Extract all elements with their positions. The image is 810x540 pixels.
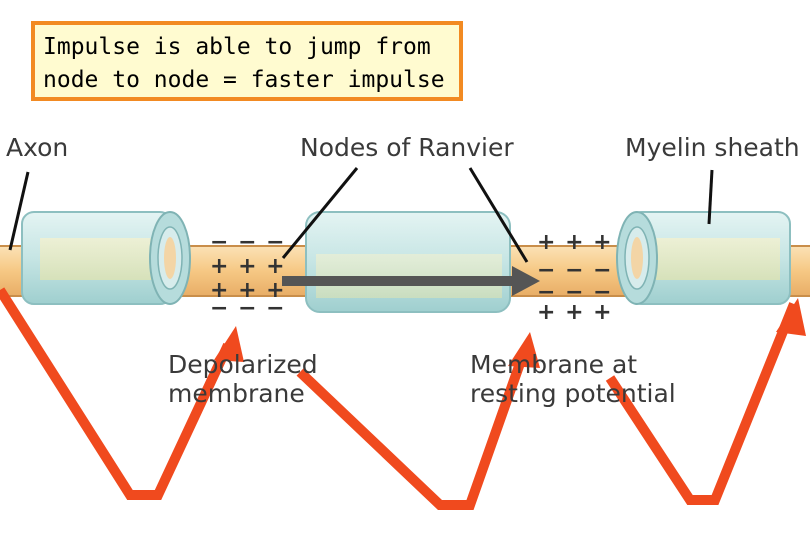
resting-membrane-label: Membrane at resting potential bbox=[470, 350, 676, 408]
label-pointer-lines bbox=[8, 167, 714, 263]
depol-charge-inner-top: + + + bbox=[210, 254, 286, 279]
resting-label-line-2: resting potential bbox=[470, 379, 676, 408]
myelin-segment-right bbox=[616, 211, 791, 305]
rest-charge-outer-top: + + + bbox=[537, 230, 613, 255]
myelin-segment-middle bbox=[305, 211, 511, 313]
jump-arrowheads bbox=[214, 298, 806, 368]
depolarized-label-line-1: Depolarized bbox=[168, 350, 318, 379]
depolarized-membrane-label: Depolarized membrane bbox=[168, 350, 318, 408]
myelin-segment-left bbox=[21, 211, 191, 305]
saltatory-jump-arrow bbox=[0, 287, 799, 510]
depolarized-label-line-2: membrane bbox=[168, 379, 305, 408]
callout-line-1: Impulse is able to jump from bbox=[43, 34, 431, 60]
depol-charge-outer-top: − − − bbox=[210, 230, 286, 255]
rest-charge-inner-top: − − − bbox=[537, 258, 613, 283]
axon-label: Axon bbox=[6, 133, 69, 162]
depol-charge-inner-bottom: + + + bbox=[210, 278, 286, 303]
rest-charge-outer-bottom: + + + bbox=[537, 300, 613, 325]
resting-label-line-1: Membrane at bbox=[470, 350, 638, 379]
nodes-of-ranvier-label: Nodes of Ranvier bbox=[300, 133, 514, 162]
callout-line-2: node to node = faster impulse bbox=[43, 67, 445, 93]
callout-box: Impulse is able to jump from node to nod… bbox=[31, 21, 463, 101]
impulse-arrow bbox=[282, 266, 540, 296]
depol-charge-outer-bottom: − − − bbox=[210, 296, 286, 321]
rest-charge-inner-bottom: − − − bbox=[537, 280, 613, 305]
myelin-sheath-label: Myelin sheath bbox=[625, 133, 800, 162]
